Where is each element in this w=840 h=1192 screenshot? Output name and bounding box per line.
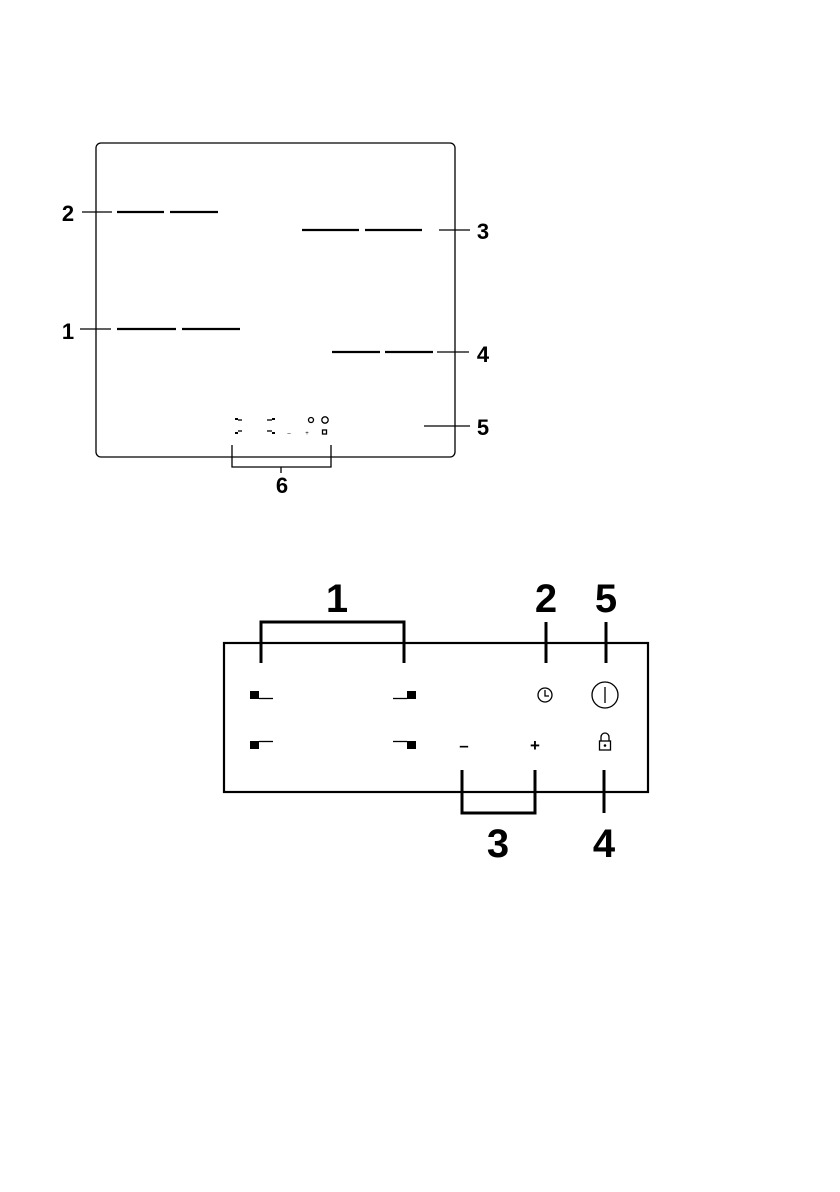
callout-label-power: 5 [595,577,617,621]
power-callout: 5 [595,577,617,663]
cooking-zone-rear-left: 2 [62,201,218,226]
callout-label-front-left: 1 [62,319,74,344]
callout-label-rear-right: 3 [477,219,489,244]
callout-label-minus-plus: 3 [487,822,509,866]
plus-button[interactable]: + [530,736,540,755]
zone-selector-rear-right[interactable] [393,691,416,699]
minus-button[interactable]: – [459,736,468,755]
minus-plus-callout: 3 [462,770,535,866]
zone-selector-front-left[interactable] [250,741,273,749]
control-panel-outline [224,643,648,792]
timer-icon[interactable] [538,688,552,702]
lock-callout: 4 [593,770,616,866]
callout-label-surface: 5 [477,415,489,440]
mini-minus-button: – [287,431,291,437]
callout-label-rear-left: 2 [62,201,74,226]
control-panel-callout: 6 [232,445,331,498]
callout-label-lock: 4 [593,822,616,866]
callout-label-control-panel: 6 [276,473,288,498]
hob-top-view: 2 1 3 4 5 [62,143,490,498]
zone-selector-front-right[interactable] [393,741,416,749]
cooking-zone-front-left: 1 [62,319,240,344]
timer-callout: 2 [535,577,557,663]
mini-control-panel: – + [235,417,328,437]
hob-surface-callout: 5 [424,415,489,440]
zone-selector-rear-left[interactable] [250,691,273,699]
callout-label-front-right: 4 [477,342,490,367]
zone-indicator-icon [235,418,275,434]
power-icon[interactable] [592,682,618,708]
mini-lock-icon [323,430,327,434]
lock-icon[interactable] [600,733,611,750]
callout-label-zone-selectors: 1 [326,577,348,621]
callout-label-timer: 2 [535,577,557,621]
control-panel-detail: 1 2 5 [224,577,648,866]
cooking-zone-rear-right: 3 [302,219,489,244]
mini-power-icon [322,417,328,423]
hob-outline [96,143,455,457]
mini-timer-icon [309,418,314,423]
zone-selector-callout: 1 [261,577,404,663]
cooking-zone-front-right: 4 [332,342,490,367]
mini-plus-button: + [305,431,309,437]
